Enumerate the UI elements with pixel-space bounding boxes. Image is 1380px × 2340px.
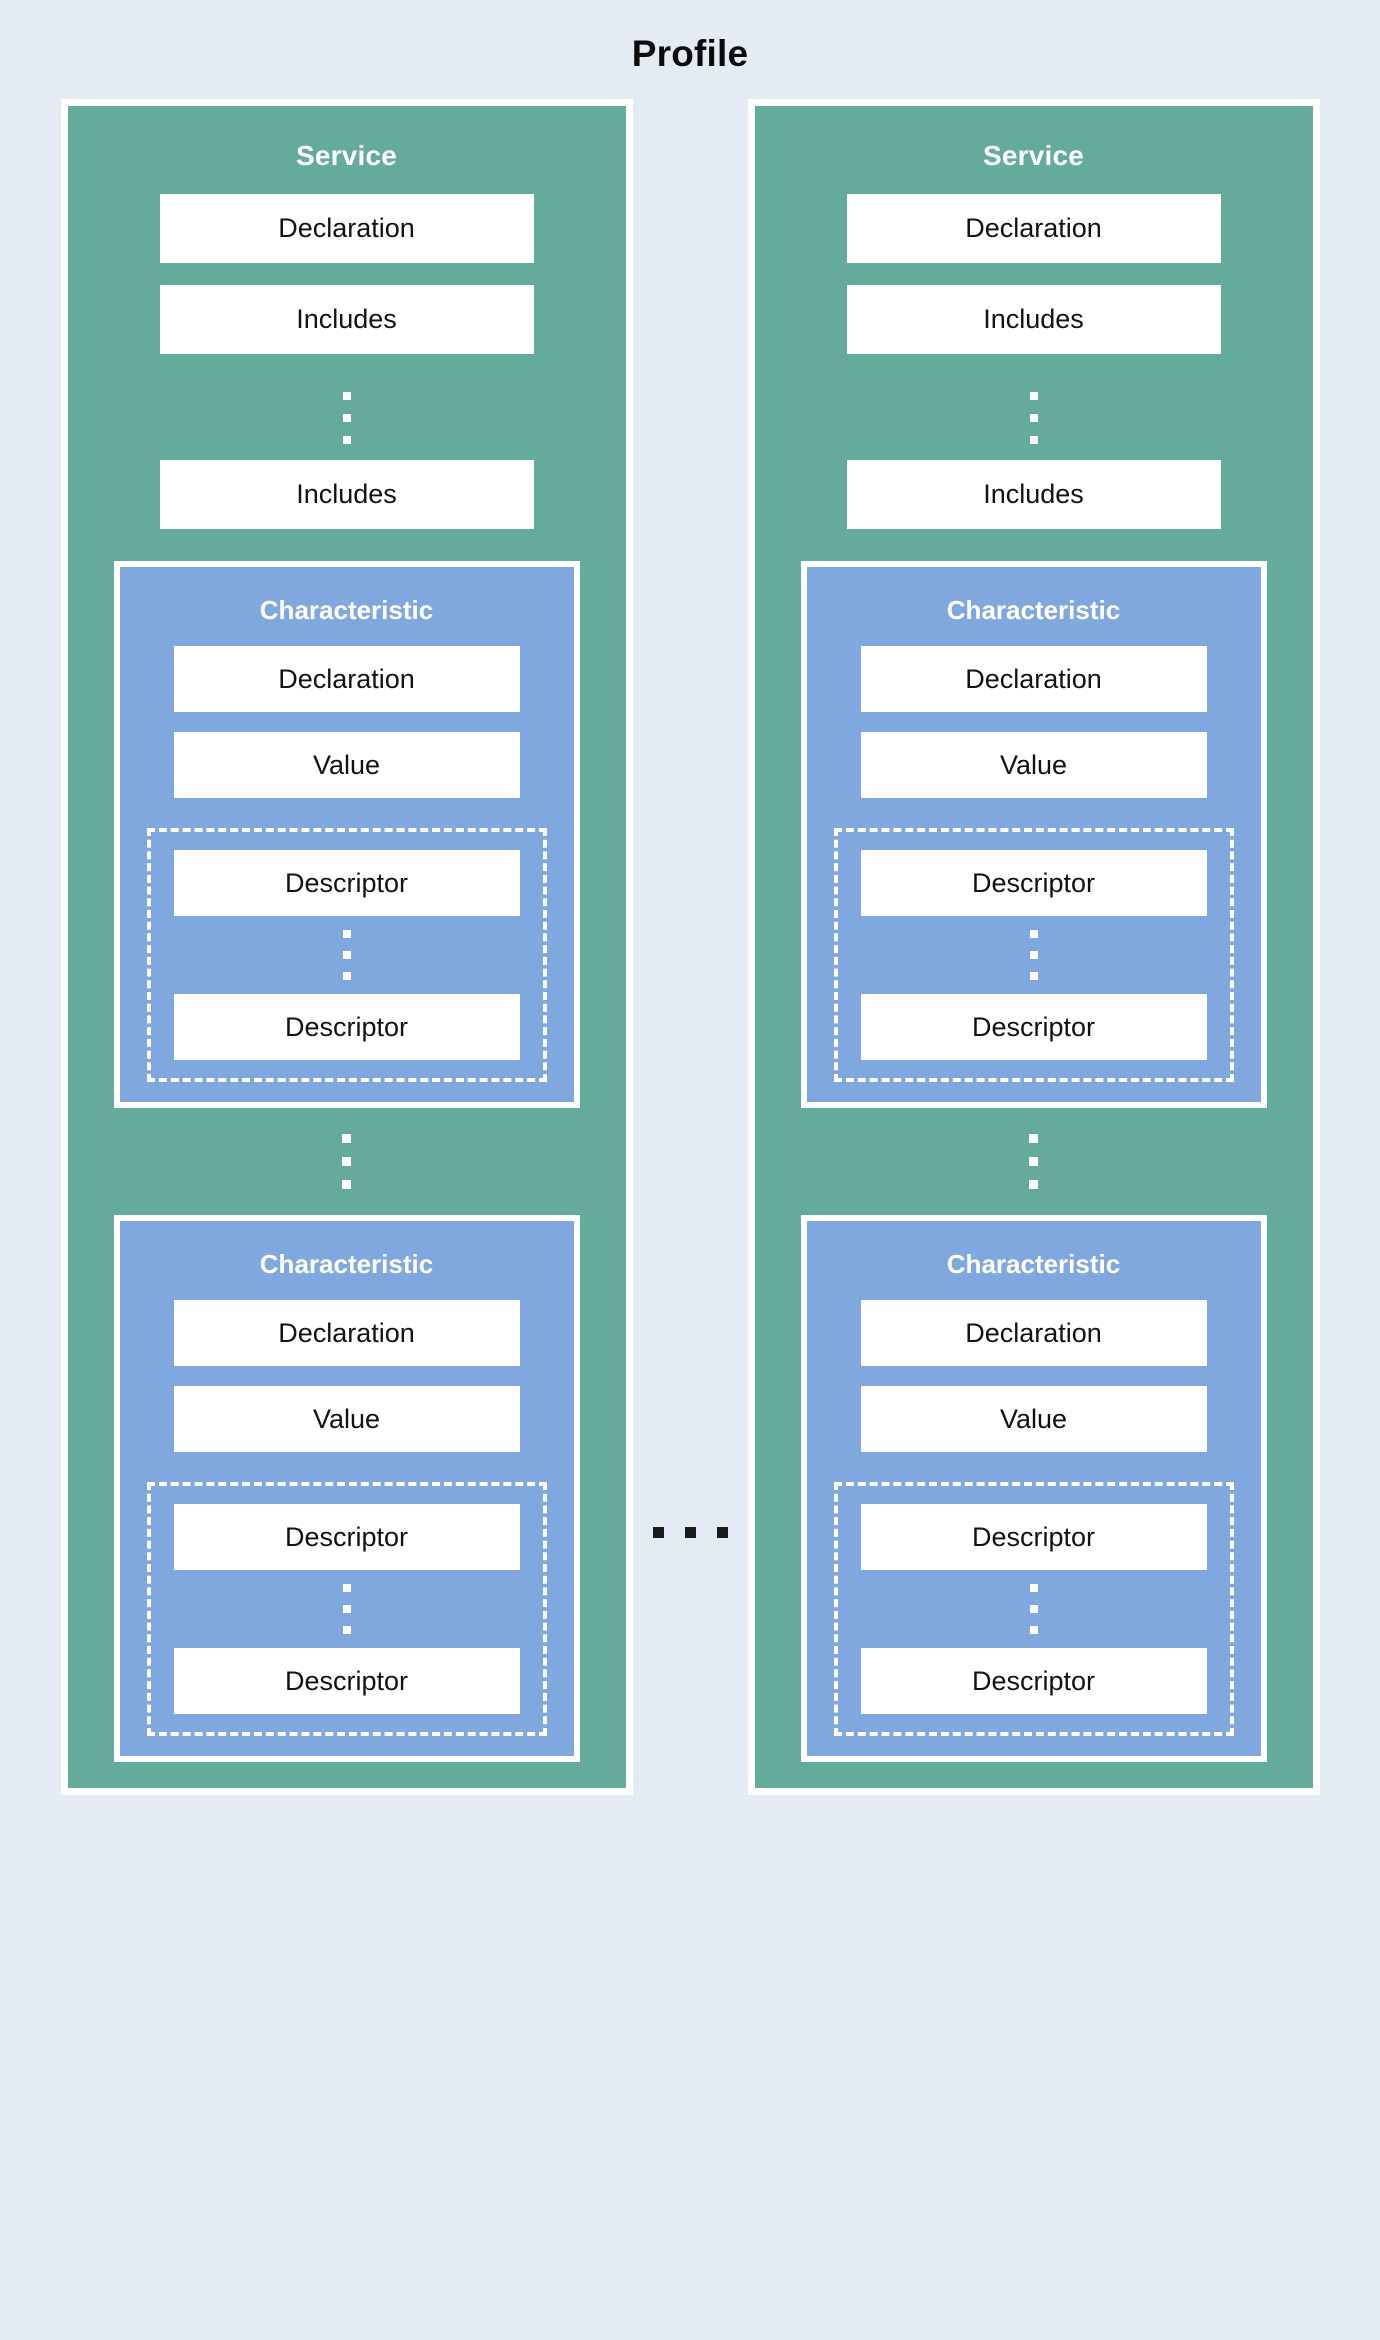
- ellipsis-dot: [1029, 436, 1038, 444]
- characteristic-declaration-box[interactable]: Declaration: [860, 1300, 1207, 1366]
- descriptor-vertical-ellipsis-icon: [1029, 930, 1038, 980]
- ellipsis-dot: [1029, 972, 1038, 980]
- ellipsis-dot: [342, 1605, 351, 1613]
- descriptor-box-first[interactable]: Descriptor: [860, 850, 1207, 916]
- services-gap: [633, 99, 748, 1795]
- ellipsis-dot: [342, 414, 351, 422]
- descriptor-vertical-ellipsis-icon: [1029, 1584, 1038, 1634]
- ellipsis-dot: [1029, 1605, 1038, 1613]
- ellipsis-dot: [342, 1134, 351, 1143]
- service-title: Service: [982, 140, 1085, 171]
- characteristic-block-2[interactable]: Characteristic Declaration Value Descrip…: [113, 1215, 580, 1762]
- ellipsis-dot: [342, 1157, 351, 1166]
- ellipsis-dot: [1029, 1180, 1038, 1189]
- characteristic-declaration-box[interactable]: Declaration: [173, 646, 520, 712]
- characteristic-value-box[interactable]: Value: [173, 1386, 520, 1452]
- descriptor-vertical-ellipsis-icon: [342, 930, 351, 980]
- service-title: Service: [295, 140, 398, 171]
- service-includes-box-last[interactable]: Includes: [846, 460, 1221, 529]
- descriptor-vertical-ellipsis-icon: [342, 1584, 351, 1634]
- service-includes-vertical-ellipsis-icon: [1029, 392, 1038, 444]
- ellipsis-dot: [342, 1626, 351, 1634]
- characteristic-declaration-box[interactable]: Declaration: [860, 646, 1207, 712]
- service-includes-box-last[interactable]: Includes: [159, 460, 534, 529]
- characteristic-value-box[interactable]: Value: [860, 732, 1207, 798]
- characteristic-value-box[interactable]: Value: [860, 1386, 1207, 1452]
- services-row: Service Declaration Includes Includes Ch…: [0, 99, 1380, 1795]
- descriptor-group: Descriptor Descriptor: [833, 828, 1234, 1082]
- descriptor-box-last[interactable]: Descriptor: [860, 1648, 1207, 1714]
- ellipsis-dot: [342, 436, 351, 444]
- ellipsis-dot: [342, 951, 351, 959]
- ellipsis-dot: [1029, 1626, 1038, 1634]
- page-title: Profile: [631, 33, 749, 74]
- characteristic-title: Characteristic: [946, 595, 1121, 625]
- ellipsis-dot: [342, 972, 351, 980]
- ellipsis-dot: [342, 930, 351, 938]
- service-includes-box-first[interactable]: Includes: [159, 285, 534, 354]
- services-horizontal-ellipsis-icon: [633, 1527, 748, 1538]
- characteristic-value-box[interactable]: Value: [173, 732, 520, 798]
- characteristic-vertical-ellipsis-icon: [342, 1134, 351, 1189]
- descriptor-box-first[interactable]: Descriptor: [173, 850, 520, 916]
- descriptor-box-first[interactable]: Descriptor: [860, 1504, 1207, 1570]
- characteristic-block-2[interactable]: Characteristic Declaration Value Descrip…: [800, 1215, 1267, 1762]
- descriptor-group: Descriptor Descriptor: [146, 1482, 547, 1736]
- ellipsis-dot: [1029, 1157, 1038, 1166]
- ellipsis-dot: [684, 1527, 696, 1538]
- ellipsis-dot: [1029, 1134, 1038, 1143]
- descriptor-box-last[interactable]: Descriptor: [173, 1648, 520, 1714]
- descriptor-group: Descriptor Descriptor: [146, 828, 547, 1082]
- ellipsis-dot: [1029, 951, 1038, 959]
- ellipsis-dot: [342, 1584, 351, 1592]
- descriptor-group: Descriptor Descriptor: [833, 1482, 1234, 1736]
- ellipsis-dot: [716, 1527, 728, 1538]
- characteristic-vertical-ellipsis-icon: [1029, 1134, 1038, 1189]
- characteristic-declaration-box[interactable]: Declaration: [173, 1300, 520, 1366]
- ellipsis-dot: [1029, 930, 1038, 938]
- characteristic-title: Characteristic: [259, 1249, 434, 1279]
- descriptor-box-last[interactable]: Descriptor: [860, 994, 1207, 1060]
- ellipsis-dot: [652, 1527, 664, 1538]
- characteristic-block-1[interactable]: Characteristic Declaration Value Descrip…: [113, 561, 580, 1108]
- characteristic-block-1[interactable]: Characteristic Declaration Value Descrip…: [800, 561, 1267, 1108]
- descriptor-box-last[interactable]: Descriptor: [173, 994, 520, 1060]
- service-block-1[interactable]: Service Declaration Includes Includes Ch…: [60, 99, 633, 1795]
- service-declaration-box[interactable]: Declaration: [846, 194, 1221, 263]
- ellipsis-dot: [342, 1180, 351, 1189]
- service-declaration-box[interactable]: Declaration: [159, 194, 534, 263]
- ellipsis-dot: [1029, 414, 1038, 422]
- characteristic-title: Characteristic: [946, 1249, 1121, 1279]
- ellipsis-dot: [1029, 392, 1038, 400]
- service-includes-vertical-ellipsis-icon: [342, 392, 351, 444]
- service-includes-box-first[interactable]: Includes: [846, 285, 1221, 354]
- ellipsis-dot: [1029, 1584, 1038, 1592]
- characteristic-title: Characteristic: [259, 595, 434, 625]
- service-block-2[interactable]: Service Declaration Includes Includes Ch…: [747, 99, 1320, 1795]
- descriptor-box-first[interactable]: Descriptor: [173, 1504, 520, 1570]
- ellipsis-dot: [342, 392, 351, 400]
